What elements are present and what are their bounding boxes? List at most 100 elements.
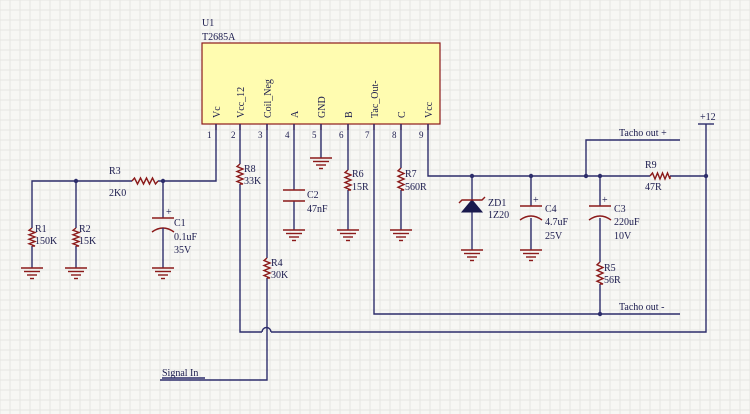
wire-supply-return [271,124,707,333]
r6-value: 15R [352,182,369,193]
resistor-r3 [131,176,159,186]
wire-pin1 [158,124,217,182]
ground-icon [65,267,87,280]
capacitor-c3-plus: + [602,195,608,206]
resistor-r5 [595,261,605,285]
ground-icon [390,229,412,242]
ic-pin-name: A [290,110,301,118]
junction [703,173,709,179]
ic-pin-name: Coil_Neg [263,79,274,118]
c1-voltage: 35V [174,245,192,256]
r3-value: 2K0 [109,188,126,199]
ic-u1: U1 T2685A Vc1Vcc_122Coil_Neg3A4GND5B6Tac… [201,18,441,140]
c2-ref: C2 [307,190,319,201]
zd1-ref: ZD1 [488,198,506,209]
capacitor-c4-curve [519,215,543,221]
ground-icon [520,249,542,262]
ic-pin-number: 6 [339,130,344,140]
ic-pin-name: Tac_Out- [370,80,381,118]
wires [31,123,714,381]
r5-value: 56R [604,275,621,286]
ic-pin-name: Vcc [424,101,435,118]
r3-ref: R3 [109,166,121,177]
resistor-r4 [262,257,272,279]
ic-pin-name: Vcc_12 [236,87,247,118]
ground-icon [461,249,483,262]
resistor-r7 [396,167,406,191]
capacitor-c4-plus: + [533,195,539,206]
zener-bar [458,196,486,204]
ic-pin-name: GND [317,96,328,118]
resistor-r8 [235,163,245,185]
wire-tacho-pos [585,139,680,176]
ic-pin-number: 1 [207,130,212,140]
resistor-r9 [649,171,671,181]
capacitor-c1-plus: + [166,207,172,218]
r8-ref: R8 [244,164,256,175]
ic-pin-number: 5 [312,130,317,140]
c1-ref: C1 [174,218,186,229]
junction [160,178,166,184]
c3-value: 220uF [614,217,640,228]
c4-ref: C4 [545,204,557,215]
net-label-tacho-neg: Tacho out - [619,302,664,313]
r7-value: 560R [405,182,427,193]
ground-icon [310,157,332,170]
zd1-value: 1Z20 [488,210,509,221]
r9-ref: R9 [645,160,657,171]
net-label-tacho-pos: Tacho out + [619,128,667,139]
capacitors: + + + [151,189,612,240]
c4-voltage: 25V [545,231,563,242]
wire-pin7-tacho-neg [373,124,680,315]
junction [597,311,603,317]
junction [73,178,79,184]
resistor-r2 [71,227,81,247]
junction [583,173,589,179]
zener-triangle [460,199,484,213]
ground-icon [21,267,43,280]
resistors [27,163,671,285]
r5-ref: R5 [604,263,616,274]
r8-value: 33K [244,176,262,187]
wire-r3-left [31,180,132,228]
junctions [73,173,709,317]
wire-pin9-rail [427,124,650,177]
c2-value: 47nF [307,204,328,215]
c4-value: 4.7uF [545,217,569,228]
ic-pin-number: 8 [392,130,397,140]
ground-icon [337,229,359,242]
ic-pin-number: 2 [231,130,236,140]
ic-pin-number: 9 [419,130,424,140]
junction [469,173,475,179]
ic-pin-name: B [344,111,355,118]
ground-symbols [21,157,542,280]
net-label-signal-in: Signal In [162,368,198,379]
c1-value: 0.1uF [174,232,198,243]
zener-zd1 [458,196,486,213]
r2-ref: R2 [79,224,91,235]
ic-pin-number: 7 [365,130,370,140]
ground-icon [283,229,305,242]
wire-r8-bottom [239,184,262,333]
wire-signal-in [160,278,268,381]
r1-ref: R1 [35,224,47,235]
ic-pin-name: Vc [212,106,223,118]
r7-ref: R7 [405,169,417,180]
r6-ref: R6 [352,169,364,180]
junction [528,173,534,179]
resistor-r6 [343,169,353,191]
ic-pin-number: 3 [258,130,263,140]
r9-value: 47R [645,182,662,193]
ic-part: T2685A [202,32,236,43]
component-labels: R3 2K0 R1 150K R2 15K C1 0.1uF 35V R8 33… [35,160,662,286]
c3-ref: C3 [614,204,626,215]
net-labels: Tacho out + Tacho out - Signal In [162,128,667,379]
ic-pin-name: C [397,111,408,118]
c3-voltage: 10V [614,231,632,242]
r2-value: 15K [79,236,97,247]
r4-ref: R4 [271,258,283,269]
resistor-r1 [27,227,37,247]
r4-value: 30K [271,270,289,281]
ic-ref: U1 [202,18,214,29]
